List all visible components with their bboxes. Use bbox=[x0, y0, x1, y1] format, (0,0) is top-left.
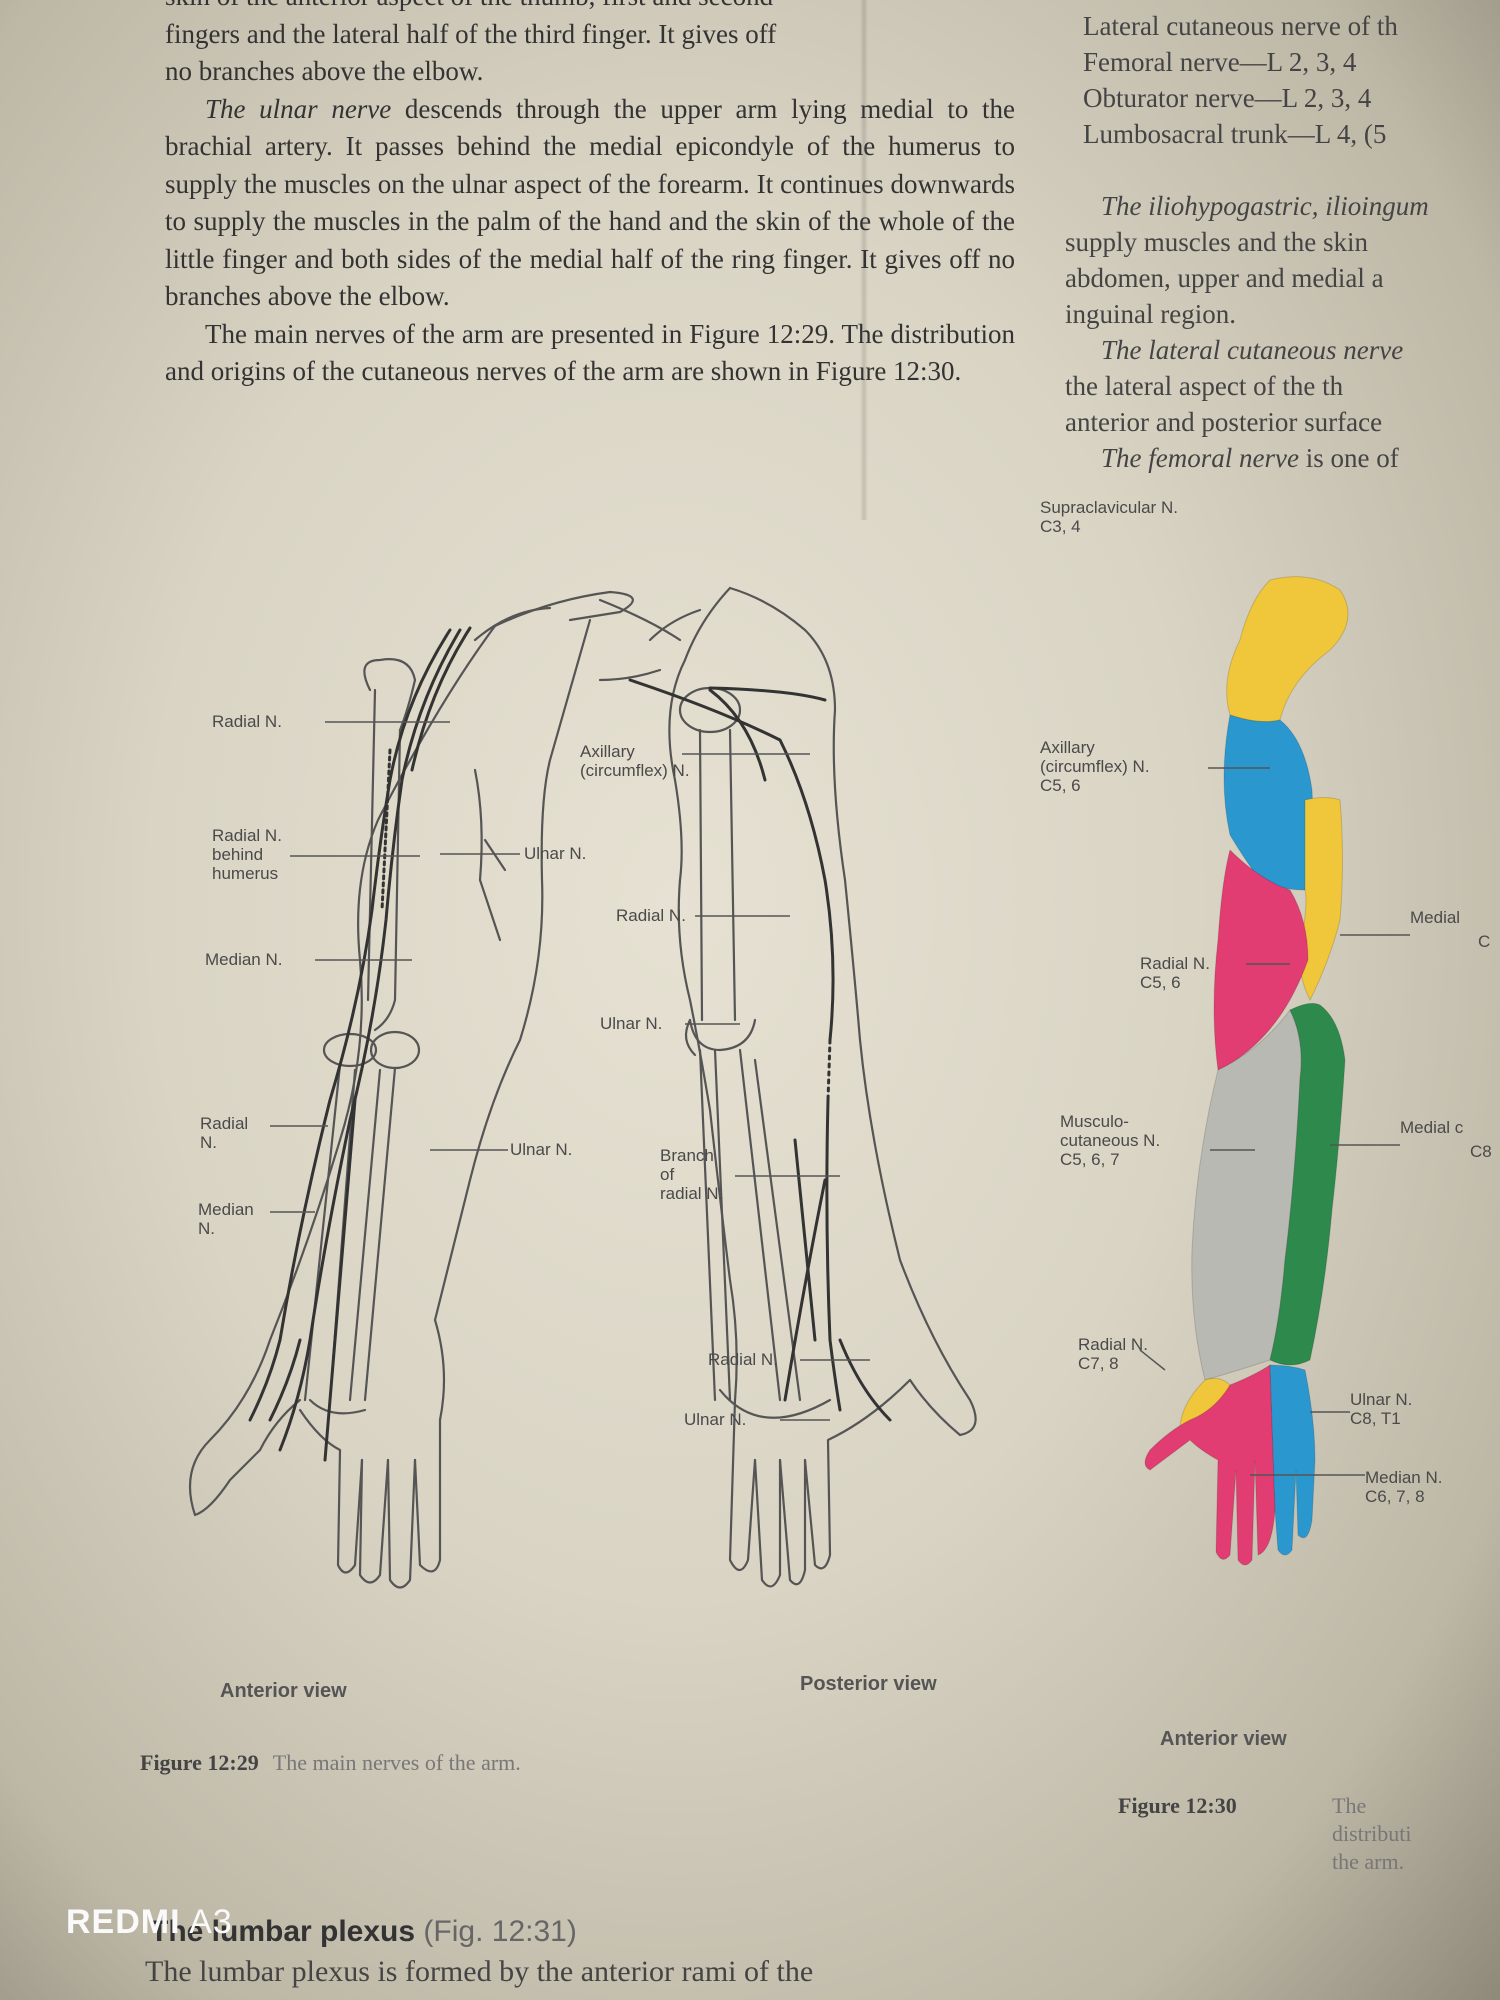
region-radial-upper bbox=[1213, 849, 1309, 1071]
label-medial-cutaneous-upper: Medial bbox=[1410, 908, 1461, 927]
label-ulnar-n-dermatome: Ulnar N. C8, T1 bbox=[1350, 1390, 1413, 1428]
paragraph-femoral: The femoral nerve is one of bbox=[1065, 440, 1500, 476]
label-radial-n-lower: Radial N. bbox=[200, 1114, 249, 1152]
label-median-n-lower: Median N. bbox=[198, 1200, 254, 1238]
figure-12-29: Radial N. Radial N. behind humerus Media… bbox=[150, 580, 1050, 1640]
italic-term: The ulnar nerve bbox=[205, 93, 392, 124]
arm-nerve-illustration bbox=[188, 586, 977, 1589]
label-medial-cutaneous-lower-c8: C8 bbox=[1470, 1142, 1492, 1161]
posterior-view-label: Posterior view bbox=[800, 1673, 937, 1695]
body-text-line: The lumbar plexus is formed by the anter… bbox=[145, 1955, 814, 1988]
label-medial-cutaneous-upper-c: C bbox=[1478, 932, 1491, 951]
left-text-column: skin of the anterior aspect of the thumb… bbox=[165, 0, 1015, 391]
label-ulnar-n-lower: Ulnar N. bbox=[510, 1140, 573, 1159]
paragraph-median-end: skin of the anterior aspect of the thumb… bbox=[165, 0, 1015, 91]
region-medial-cutaneous-forearm bbox=[1269, 1002, 1346, 1366]
page-gutter bbox=[860, 0, 868, 520]
text-line: supply muscles and the skin bbox=[1065, 227, 1368, 257]
text-line: no branches above the elbow. bbox=[165, 56, 484, 86]
list-item: Obturator nerve—L 2, 3, 4 bbox=[1083, 83, 1372, 113]
text-line: abdomen, upper and medial a bbox=[1065, 263, 1384, 293]
figure-number: Figure 12:29 bbox=[140, 1750, 259, 1775]
anterior-view-label: Anterior view bbox=[220, 1680, 347, 1702]
anterior-nerves bbox=[248, 626, 472, 1462]
paragraph-iliohypogastric: The iliohypogastric, ilioingum bbox=[1065, 188, 1500, 224]
caption-text: The main nerves of the arm. bbox=[272, 1750, 521, 1775]
text-line: inguinal region. bbox=[1065, 299, 1236, 329]
section-heading-lumbar-plexus: The lumbar plexus (Fig. 12:31) bbox=[150, 1915, 577, 1949]
label-radial-n-wrist: Radial N. bbox=[708, 1350, 778, 1369]
posterior-nerves bbox=[628, 678, 892, 1422]
paragraph-lateral-cutaneous: The lateral cutaneous nerve bbox=[1065, 332, 1500, 368]
watermark-brand: REDMI bbox=[66, 1903, 181, 1941]
label-supraclavicular-n: Supraclavicular N. C3, 4 bbox=[1040, 498, 1178, 536]
italic-term: The femoral nerve bbox=[1101, 443, 1299, 473]
caption-text: The distributi the arm. bbox=[1332, 1793, 1412, 1874]
label-axillary-n: Axillary (circumflex) N. bbox=[580, 742, 690, 780]
label-radial-n-hand: Radial N. C7, 8 bbox=[1078, 1335, 1148, 1373]
label-axillary-n-dermatome: Axillary (circumflex) N. C5, 6 bbox=[1040, 738, 1150, 795]
label-ulnar-n: Ulnar N. bbox=[524, 844, 587, 863]
dermatome-leader-lines bbox=[1139, 767, 1410, 1476]
text-line: fingers and the lateral half of the thir… bbox=[165, 18, 777, 49]
anterior-view-label-fig30: Anterior view bbox=[1160, 1728, 1287, 1750]
region-ulnar-hand bbox=[1269, 1364, 1316, 1556]
posterior-arm-outline bbox=[598, 586, 977, 1588]
text-line: skin of the anterior aspect of the thumb… bbox=[165, 0, 773, 11]
label-median-n: Median N. bbox=[205, 950, 283, 969]
figure-number: Figure 12:30 bbox=[1118, 1793, 1237, 1818]
paragraph-text: descends through the upper arm lying med… bbox=[165, 93, 1016, 312]
heading-text: The lumbar plexus bbox=[150, 1915, 416, 1948]
region-supraclavicular bbox=[1226, 576, 1349, 723]
nerve-list: Lateral cutaneous nerve of th Femoral ne… bbox=[1065, 8, 1500, 152]
text-line: anterior and posterior surface bbox=[1065, 407, 1383, 437]
camera-watermark: REDMI A3 bbox=[66, 1903, 233, 1942]
label-medial-cutaneous-lower: Medial c bbox=[1400, 1118, 1464, 1137]
label-median-n-dermatome: Median N. C6, 7, 8 bbox=[1365, 1468, 1443, 1506]
label-radial-n-dermatome: Radial N. C5, 6 bbox=[1140, 954, 1210, 992]
region-musculocutaneous bbox=[1191, 1009, 1302, 1381]
list-item: Femoral nerve—L 2, 3, 4 bbox=[1083, 47, 1357, 77]
label-radial-n-posterior: Radial N. bbox=[616, 906, 686, 925]
list-item: Lumbosacral trunk—L 4, (5 bbox=[1083, 119, 1387, 149]
paragraph-ulnar-nerve: The ulnar nerve descends through the upp… bbox=[165, 91, 1015, 316]
paragraph-figure-reference: The main nerves of the arm are presented… bbox=[165, 318, 1015, 387]
text-line: the lateral aspect of the th bbox=[1065, 371, 1344, 401]
heading-figure-ref: (Fig. 12:31) bbox=[423, 1915, 577, 1948]
italic-term: The lateral cutaneous nerve bbox=[1101, 335, 1404, 365]
figure-12-29-caption: Figure 12:29 The main nerves of the arm. bbox=[140, 1750, 521, 1776]
label-musculocutaneous-n: Musculo- cutaneous N. C5, 6, 7 bbox=[1060, 1112, 1161, 1169]
region-median-hand bbox=[1144, 1364, 1276, 1566]
figure-12-30: Supraclavicular N. C3, 4 Axillary (circu… bbox=[1040, 498, 1500, 1610]
label-radial-n: Radial N. bbox=[212, 712, 282, 731]
label-ulnar-n-posterior: Ulnar N. bbox=[600, 1014, 663, 1033]
watermark-model: A3 bbox=[189, 1903, 233, 1941]
italic-term: The iliohypogastric, ilioingum bbox=[1101, 191, 1429, 221]
right-text-column: Lateral cutaneous nerve of th Femoral ne… bbox=[1065, 8, 1500, 476]
paragraph-text: is one of bbox=[1298, 443, 1399, 473]
label-ulnar-n-wrist: Ulnar N. bbox=[684, 1410, 747, 1429]
figure-12-30-caption: Figure 12:30 The distributi the arm. bbox=[1118, 1792, 1411, 1874]
list-item: Lateral cutaneous nerve of th bbox=[1083, 11, 1398, 41]
dermatome-arm-illustration bbox=[1144, 576, 1349, 1566]
label-branch-of-radial-n: Branch of radial N. bbox=[660, 1146, 724, 1203]
label-radial-behind-humerus: Radial N. behind humerus bbox=[212, 826, 282, 883]
